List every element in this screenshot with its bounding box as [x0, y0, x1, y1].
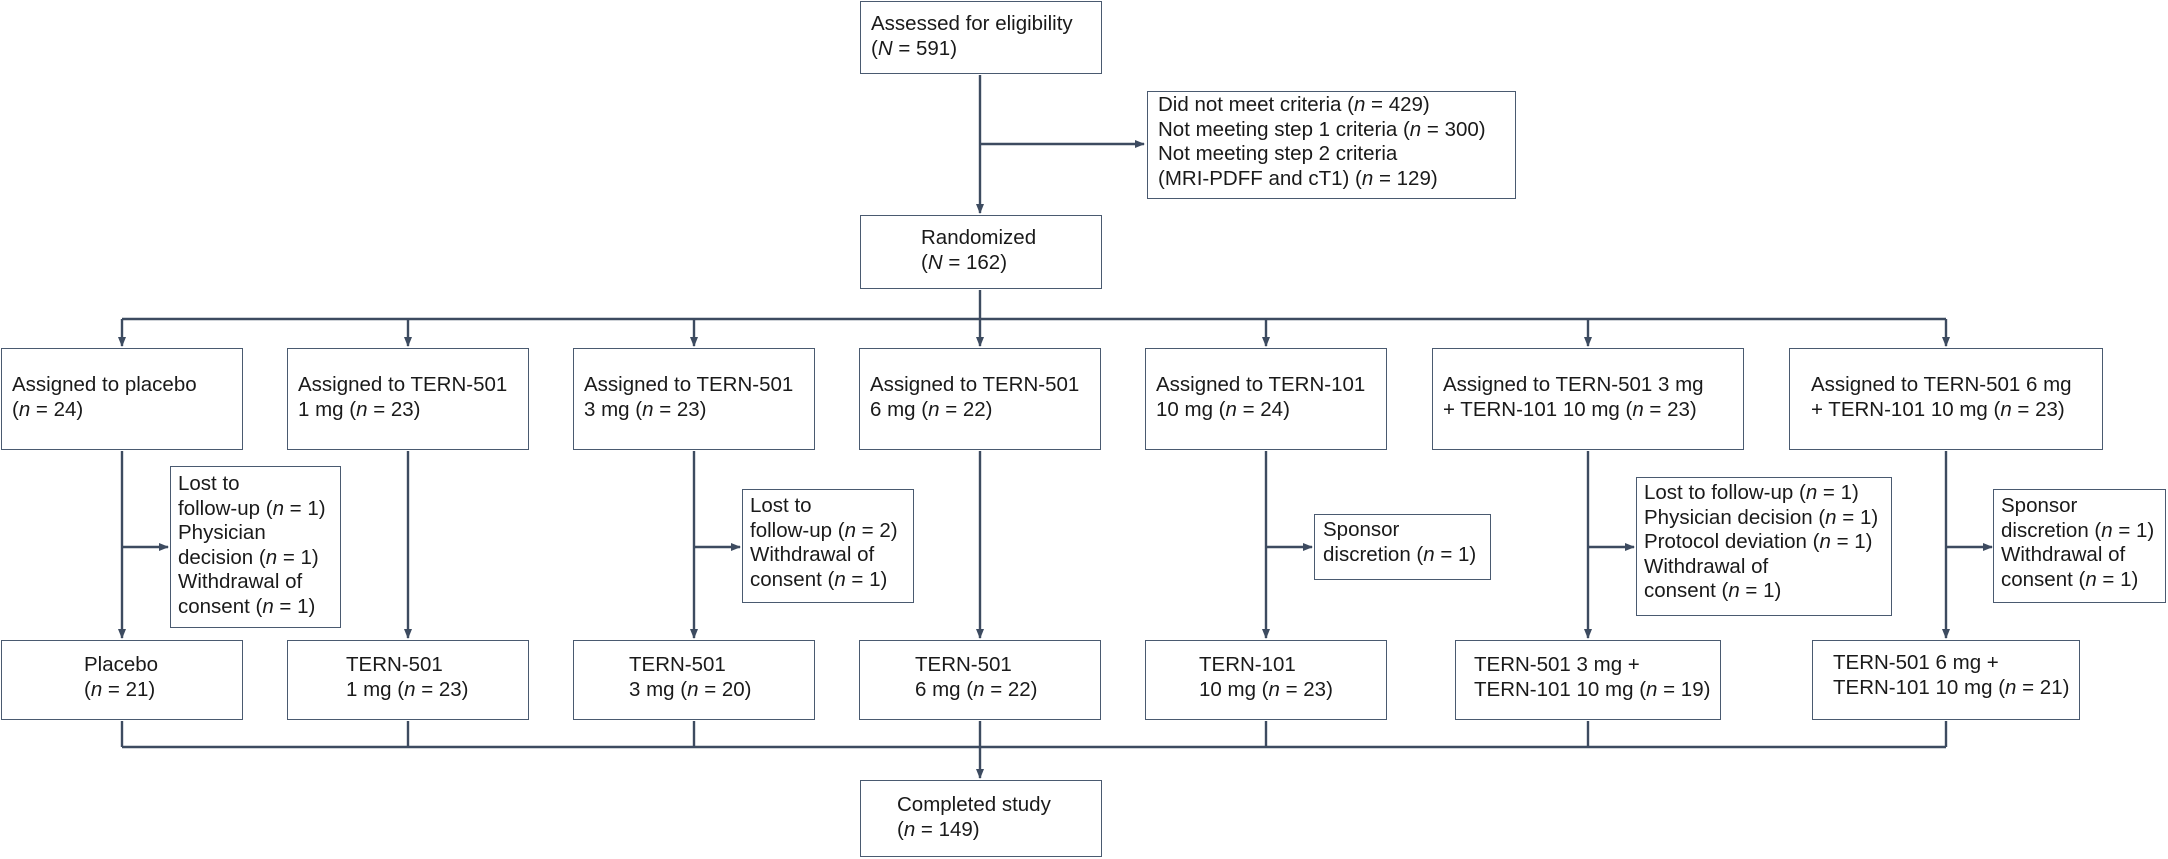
final-label: TERN-501	[629, 653, 726, 676]
arm-box-tern501-6mg: Assigned to TERN-501 6 mg (n = 22)	[859, 348, 1101, 450]
arm-box-tern501-1mg: Assigned to TERN-501 1 mg (n = 23)	[287, 348, 529, 450]
final-label: TERN-501 6 mg +	[1833, 651, 1999, 674]
final-count: = 21)	[102, 677, 156, 701]
dropout-box-tern101: Sponsor discretion (n = 1)	[1314, 514, 1491, 580]
final-box-tern501-3mg: TERN-501 3 mg (n = 20)	[573, 640, 815, 720]
dropout-box-placebo: Lost to follow-up (n = 1) Physician deci…	[170, 466, 341, 628]
excluded-line1: Did not meet criteria (	[1158, 93, 1354, 116]
dropout-box-combo-6mg: Sponsor discretion (n = 1) Withdrawal of…	[1993, 489, 2166, 603]
excluded-line4: (MRI-PDFF and cT1) (	[1158, 166, 1362, 190]
n-symbol: N	[877, 36, 893, 60]
final-count: = 22)	[984, 677, 1038, 701]
randomized-box: Randomized (N = 162)	[860, 215, 1102, 289]
final-box-placebo: Placebo (n = 21)	[1, 640, 243, 720]
final-box-tern101: TERN-101 10 mg (n = 23)	[1145, 640, 1387, 720]
final-box-tern501-1mg: TERN-501 1 mg (n = 23)	[287, 640, 529, 720]
arm-box-combo-6mg: Assigned to TERN-501 6 mg + TERN-101 10 …	[1789, 348, 2103, 450]
final-label: TERN-501	[915, 653, 1012, 676]
randomized-count: = 162)	[942, 250, 1008, 274]
dropout-box-tern501-3mg: Lost to follow-up (n = 2) Withdrawal of …	[742, 489, 914, 603]
final-label: TERN-501	[346, 653, 443, 676]
final-box-combo-6mg: TERN-501 6 mg + TERN-101 10 mg (n = 21)	[1812, 640, 2080, 720]
final-count: = 23)	[415, 677, 469, 701]
final-count: = 23)	[1279, 677, 1333, 701]
final-label: TERN-501 3 mg +	[1474, 653, 1640, 676]
final-label: TERN-101	[1199, 653, 1296, 676]
excluded-box: Did not meet criteria (n = 429) Not meet…	[1147, 91, 1516, 199]
arm-label: Assigned to placebo	[12, 373, 197, 396]
final-count: = 20)	[698, 677, 752, 701]
arm-count: = 24)	[30, 397, 84, 421]
assessed-title: Assessed for eligibility	[871, 12, 1073, 35]
arm-count: = 23)	[367, 397, 421, 421]
completed-count: = 149)	[915, 817, 980, 841]
assessed-count: = 591)	[892, 36, 958, 60]
arm-count: = 23)	[2011, 397, 2065, 421]
arm-box-tern501-3mg: Assigned to TERN-501 3 mg (n = 23)	[573, 348, 815, 450]
arm-label: Assigned to TERN-501 3 mg	[1443, 373, 1704, 396]
final-box-tern501-6mg: TERN-501 6 mg (n = 22)	[859, 640, 1101, 720]
dropout-box-combo-3mg: Lost to follow-up (n = 1) Physician deci…	[1636, 477, 1892, 616]
final-count: = 21)	[2016, 675, 2070, 699]
arm-count: = 24)	[1236, 397, 1290, 421]
final-box-combo-3mg: TERN-501 3 mg + TERN-101 10 mg (n = 19)	[1455, 640, 1721, 720]
excluded-line3: Not meeting step 2 criteria	[1158, 142, 1398, 165]
final-label: Placebo	[84, 653, 159, 676]
arm-box-placebo: Assigned to placebo (n = 24)	[1, 348, 243, 450]
randomized-title: Randomized	[921, 226, 1037, 249]
arm-count: = 23)	[653, 397, 707, 421]
arm-box-tern101: Assigned to TERN-101 10 mg (n = 24)	[1145, 348, 1387, 450]
arm-label: Assigned to TERN-501 6 mg	[1811, 373, 2072, 396]
completed-box: Completed study (n = 149)	[860, 780, 1102, 857]
arm-label: Assigned to TERN-501	[584, 373, 794, 396]
arm-box-combo-3mg: Assigned to TERN-501 3 mg + TERN-101 10 …	[1432, 348, 1744, 450]
arm-count: = 22)	[939, 397, 993, 421]
excluded-line2: Not meeting step 1 criteria (	[1158, 117, 1410, 141]
assessed-box: Assessed for eligibility (N = 591)	[860, 1, 1102, 74]
final-count: = 19)	[1657, 677, 1711, 701]
arm-label: Assigned to TERN-501	[298, 373, 508, 396]
arm-count: = 23)	[1643, 397, 1697, 421]
completed-title: Completed study	[897, 793, 1051, 816]
arm-label: Assigned to TERN-501	[870, 373, 1080, 396]
arm-label: Assigned to TERN-101	[1156, 373, 1366, 396]
